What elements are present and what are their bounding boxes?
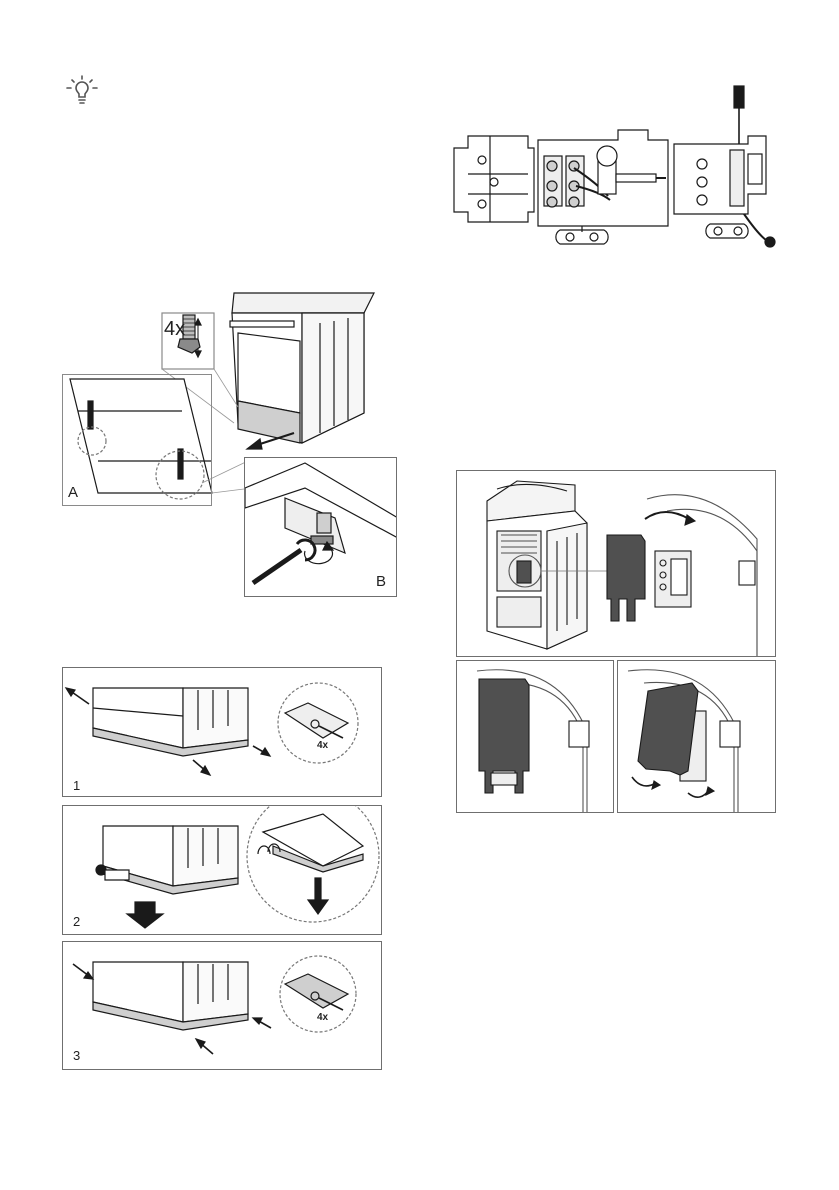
step-3-number: 3 — [73, 1048, 80, 1063]
panel-b-label: B — [376, 573, 386, 590]
rear-cover-removal-illustration — [456, 470, 776, 657]
rear-cover-closed-detail — [456, 660, 614, 813]
panel-a-frame — [62, 374, 212, 506]
step-2-number: 2 — [73, 914, 80, 929]
plinth-step-1: 1 4x — [62, 667, 382, 797]
tip-lightbulb-icon — [64, 74, 100, 108]
feet-quantity-label: 4x — [164, 318, 185, 341]
panel-a-label: A — [68, 484, 78, 501]
step-3-quantity: 4x — [317, 1012, 328, 1023]
step-1-number: 1 — [73, 778, 80, 793]
step-1-quantity: 4x — [317, 740, 328, 751]
plinth-step-2: 2 — [62, 805, 382, 935]
plinth-step-3: 3 4x — [62, 941, 382, 1070]
terminal-block-wiring-diagram — [448, 84, 788, 258]
panel-b-wrench-detail: B — [244, 457, 397, 597]
rear-cover-open-detail — [617, 660, 776, 813]
